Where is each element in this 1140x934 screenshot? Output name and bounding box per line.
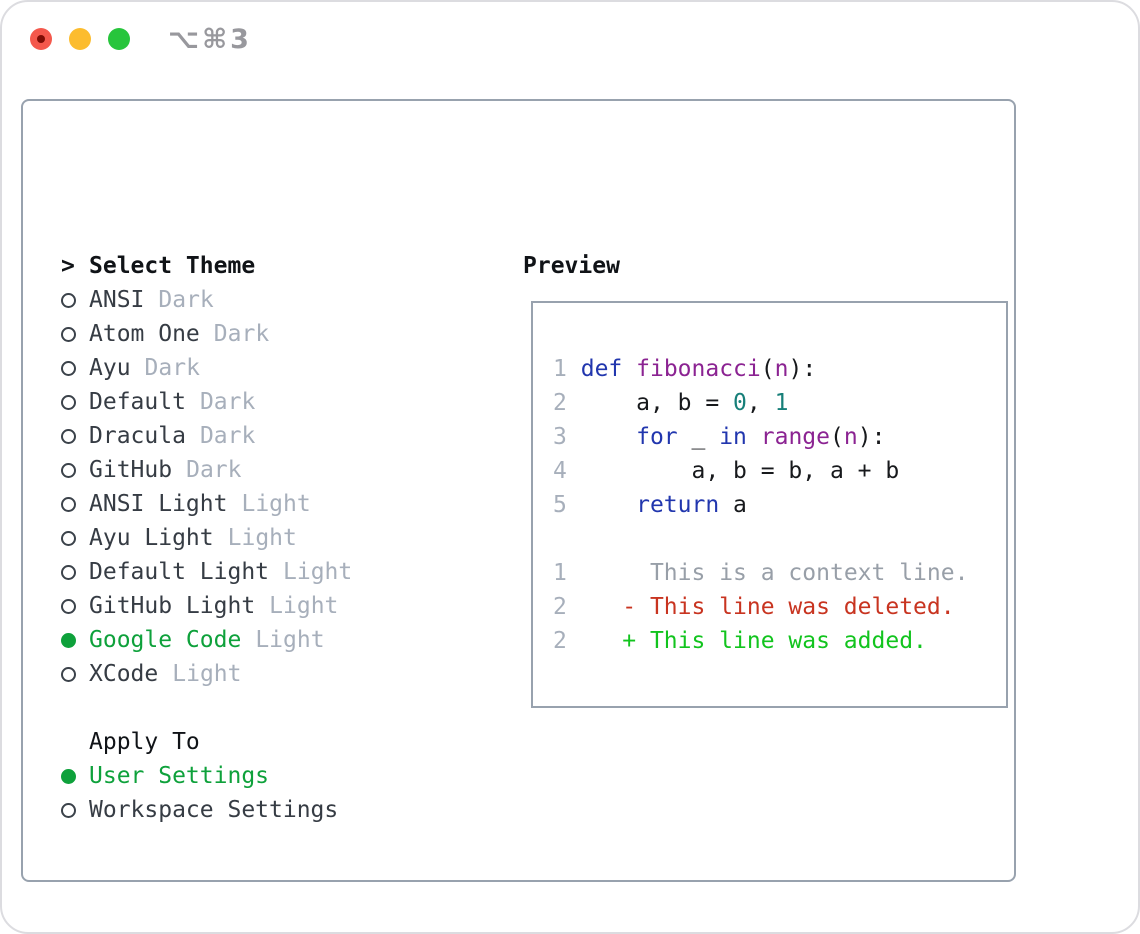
theme-variant-badge: Light	[241, 491, 311, 517]
apply-option-workspace-settings[interactable]: Workspace Settings	[61, 793, 352, 827]
theme-name: GitHub	[89, 457, 173, 483]
theme-variant-badge: Light	[255, 627, 325, 653]
code-line-9: 2 + This line was added.	[553, 628, 927, 654]
theme-name: Dracula	[89, 423, 186, 449]
code-line-5: 5 return a	[553, 492, 747, 518]
radio-icon	[61, 564, 89, 580]
theme-variant-badge: Light	[269, 593, 339, 619]
radio-icon	[61, 292, 89, 308]
theme-item-google-code[interactable]: Google Code Light	[61, 623, 352, 657]
window-shortcut-label: ⌥⌘3	[168, 24, 252, 55]
code-line-3: 3 for _ in range(n):	[553, 424, 886, 450]
theme-name: GitHub Light	[89, 593, 256, 619]
radio-selected-icon	[61, 768, 89, 784]
theme-name: Ayu	[89, 355, 131, 381]
radio-selected-icon	[61, 632, 89, 648]
selection-cursor-icon: >	[61, 253, 75, 279]
radio-icon	[61, 428, 89, 444]
apply-option-label: User Settings	[89, 763, 270, 789]
theme-item-default[interactable]: Default Dark	[61, 385, 352, 419]
radio-icon	[61, 530, 89, 546]
code-line-6	[553, 522, 968, 556]
apply-option-user-settings[interactable]: User Settings	[61, 759, 352, 793]
titlebar: ⌥⌘3	[2, 2, 1138, 72]
theme-variant-badge: Light	[172, 661, 242, 687]
spacer-row	[61, 691, 352, 725]
theme-variant-badge: Dark	[158, 287, 214, 313]
preview-pane	[531, 301, 1008, 708]
radio-icon	[61, 666, 89, 682]
theme-item-ansi[interactable]: ANSI Dark	[61, 283, 352, 317]
apply-to-header: Apply To	[61, 725, 352, 759]
apply-option-label: Workspace Settings	[89, 797, 339, 823]
traffic-light-close-button[interactable]	[30, 28, 52, 50]
radio-icon	[61, 360, 89, 376]
radio-icon	[61, 802, 89, 818]
theme-item-atom-one[interactable]: Atom One Dark	[61, 317, 352, 351]
theme-name: Ayu Light	[89, 525, 214, 551]
code-line-1: 1 def fibonacci(n):	[553, 356, 817, 382]
theme-item-xcode[interactable]: XCode Light	[61, 657, 352, 691]
preview-title: Preview	[523, 253, 620, 279]
traffic-light-minimize-button[interactable]	[69, 28, 91, 50]
theme-name: Default Light	[89, 559, 270, 585]
theme-item-ansi-light[interactable]: ANSI Light Light	[61, 487, 352, 521]
theme-item-dracula[interactable]: Dracula Dark	[61, 419, 352, 453]
theme-name: ANSI	[89, 287, 145, 313]
help-text: (Use Enter to select, Tab to change focu…	[61, 861, 449, 932]
radio-icon	[61, 394, 89, 410]
radio-icon	[61, 326, 89, 342]
theme-item-ayu[interactable]: Ayu Dark	[61, 351, 352, 385]
help-line-1: (Use Enter to select, Tab to	[61, 929, 449, 932]
traffic-light-zoom-button[interactable]	[108, 28, 130, 50]
code-line-8: 2 - This line was deleted.	[553, 594, 955, 620]
radio-icon	[61, 598, 89, 614]
code-line-7: 1 This is a context line.	[553, 560, 969, 586]
theme-name: Atom One	[89, 321, 200, 347]
theme-item-ayu-light[interactable]: Ayu Light Light	[61, 521, 352, 555]
theme-variant-badge: Dark	[199, 423, 256, 449]
select-theme-title: Select Theme	[89, 253, 256, 279]
preview-code: 1 def fibonacci(n): 2 a, b = 0, 1 3 for _ …	[553, 352, 968, 658]
theme-item-github-light[interactable]: GitHub Light Light	[61, 589, 352, 623]
theme-name: Google Code	[89, 627, 242, 653]
theme-variant-badge: Light	[227, 525, 297, 551]
select-theme-header: > Select Theme	[61, 249, 352, 283]
theme-item-github[interactable]: GitHub Dark	[61, 453, 352, 487]
theme-variant-badge: Light	[283, 559, 353, 585]
code-line-2: 2 a, b = 0, 1	[553, 390, 789, 416]
unsaved-dot-icon	[37, 35, 45, 43]
theme-variant-badge: Dark	[213, 321, 270, 347]
radio-icon	[61, 462, 89, 478]
theme-name: Default	[89, 389, 186, 415]
theme-name: XCode	[89, 661, 159, 687]
theme-item-default-light[interactable]: Default Light Light	[61, 555, 352, 589]
theme-variant-badge: Dark	[199, 389, 256, 415]
apply-to-title: Apply To	[89, 729, 200, 755]
theme-variant-badge: Dark	[144, 355, 200, 381]
code-line-4: 4 a, b = b, a + b	[553, 458, 900, 484]
theme-variant-badge: Dark	[186, 457, 242, 483]
radio-icon	[61, 496, 89, 512]
theme-name: ANSI Light	[89, 491, 228, 517]
